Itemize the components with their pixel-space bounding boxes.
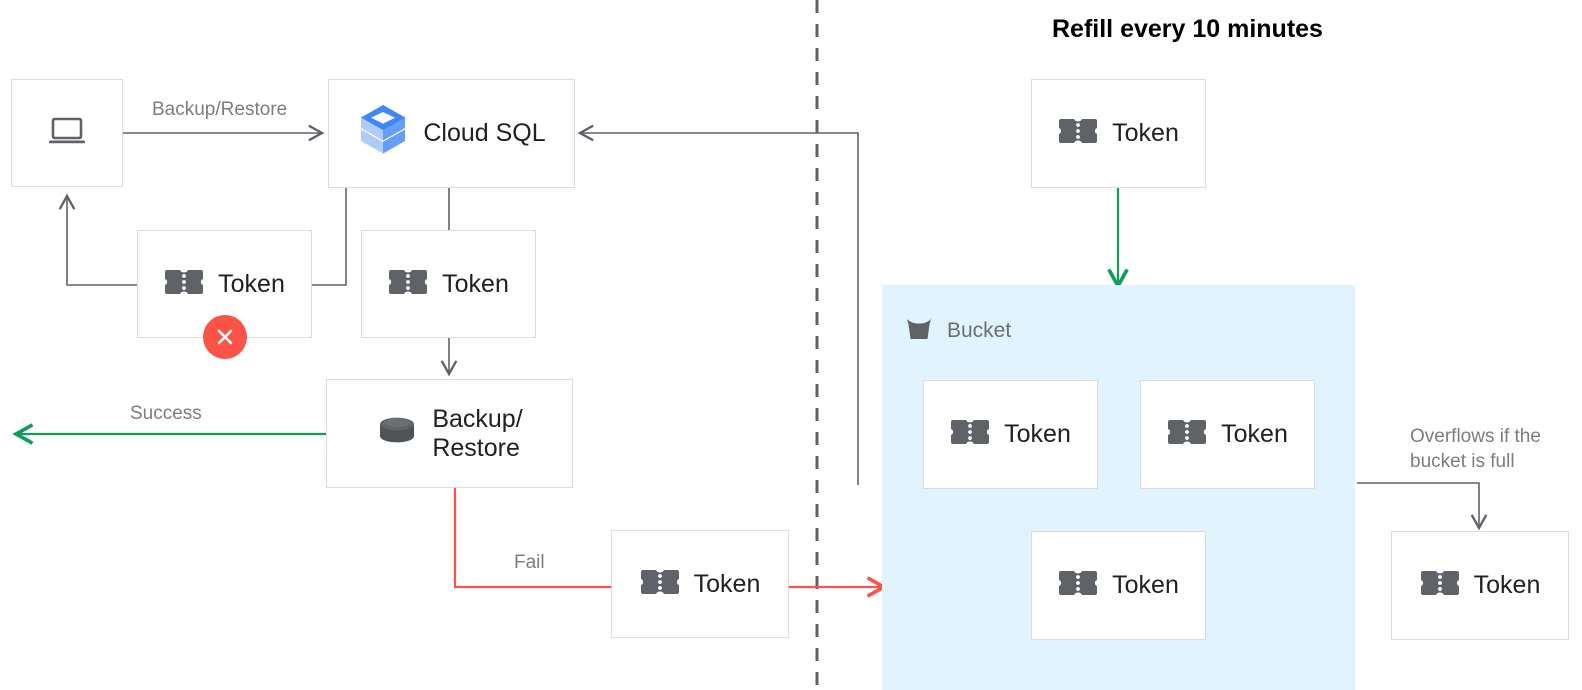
edge-label-backup-restore: Backup/Restore: [152, 99, 288, 120]
token-refill-node[interactable]: Token: [1031, 79, 1206, 188]
token-icon: [1167, 417, 1207, 452]
token-icon: [388, 267, 428, 302]
bucket-token-node-2[interactable]: Token: [1140, 380, 1315, 489]
token-refill-label: Token: [1112, 119, 1179, 148]
client-node[interactable]: [11, 79, 123, 187]
edge-fail: [453, 487, 611, 589]
token-cloudsql-label: Token: [442, 269, 509, 298]
bucket-token-label: Token: [1112, 571, 1179, 600]
token-icon: [1058, 568, 1098, 603]
laptop-icon: [47, 114, 87, 153]
token-icon: [640, 567, 680, 602]
edge-overflow: [1357, 482, 1488, 531]
cloud-sql-node[interactable]: Cloud SQL: [328, 79, 575, 188]
bucket-label: Bucket: [947, 319, 1012, 342]
bucket-token-label: Token: [1004, 420, 1071, 449]
page-title: Refill every 10 minutes: [1052, 15, 1323, 43]
cloud-sql-icon: [357, 102, 409, 165]
token-fail-label: Token: [693, 569, 761, 598]
cloud-sql-label: Cloud SQL: [423, 119, 546, 148]
token-icon: [950, 417, 990, 452]
token-icon: [164, 267, 204, 302]
token-icon: [1058, 116, 1098, 151]
token-overflow-label: Token: [1473, 571, 1541, 600]
bucket-token-node-3[interactable]: Token: [1031, 531, 1206, 640]
edge-token-to-client: [58, 193, 137, 286]
token-client-label: Token: [218, 269, 285, 298]
edge-cloudsql-to-token-client: [312, 188, 347, 286]
token-overflow-node[interactable]: Token: [1391, 531, 1569, 640]
bucket-token-node-1[interactable]: Token: [923, 380, 1098, 489]
token-cloudsql-node[interactable]: Token: [361, 230, 536, 338]
database-icon: [376, 414, 418, 453]
backup-restore-node[interactable]: Backup/ Restore: [326, 379, 573, 488]
bucket-token-label: Token: [1221, 420, 1288, 449]
edge-bucket-to-cloudsql: [577, 124, 859, 485]
edge-label-fail: Fail: [514, 552, 545, 573]
error-x-icon: [203, 315, 247, 359]
backup-restore-label: Backup/ Restore: [432, 404, 523, 462]
token-icon: [1420, 568, 1460, 603]
token-fail-node[interactable]: Token: [611, 530, 789, 638]
bucket-caption: Bucket: [903, 312, 1011, 350]
edge-label-overflow: Overflows if the bucket is full: [1410, 426, 1541, 472]
bucket-icon: [903, 312, 935, 350]
edge-label-success: Success: [130, 403, 202, 424]
